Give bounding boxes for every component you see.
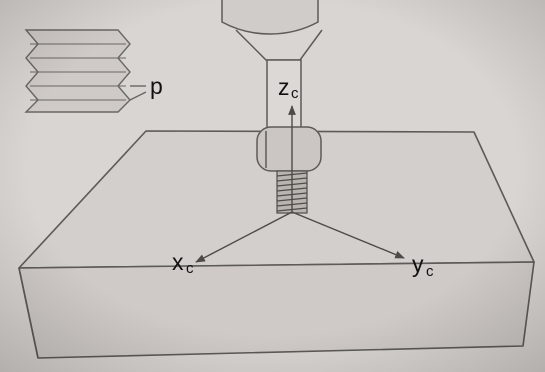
tapping-coordinate-diagram: p z c x c y c bbox=[0, 0, 545, 372]
photo-vignette bbox=[0, 0, 545, 372]
